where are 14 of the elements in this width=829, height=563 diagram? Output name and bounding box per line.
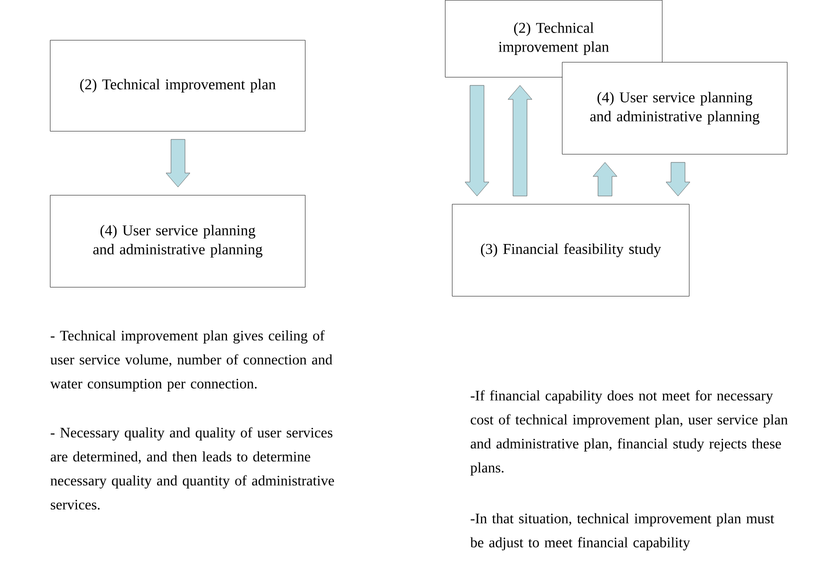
block-arrow: [508, 85, 532, 196]
process-box: (3) Financial feasibility study: [452, 204, 690, 296]
block-arrow: [666, 162, 690, 196]
process-box: (4) User service planning and administrative planning: [50, 195, 306, 288]
note-text: -In that situation, technical improvement plan must be adjust to meet financial capability: [470, 513, 774, 550]
note-text: -If financial capability does not meet for necessary cost of technical improvement plan, user service plan and administrative plan, financial study rejects these plans.: [470, 390, 788, 476]
block-arrow: [464, 85, 490, 196]
note-text: - Technical improvement plan gives ceiling of user service volume, number of connection and water consumption per connection.: [50, 330, 332, 392]
process-box: (2) Technical improvement plan: [50, 40, 306, 132]
process-box: (4) User service planning and administrative planning: [562, 62, 788, 154]
note-text: - Necessary quality and quality of user services are determined, and then leads to determine necessary quality and quantity of administrative services.: [50, 427, 334, 510]
block-arrow: [166, 139, 190, 188]
process-box: (2) Technical improvement plan: [445, 0, 662, 78]
block-arrow: [592, 162, 618, 196]
